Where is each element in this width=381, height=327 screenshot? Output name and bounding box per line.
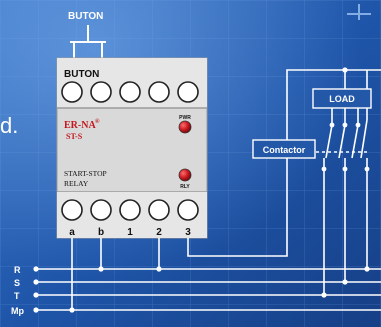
terminal-label-a: a [69,227,75,238]
bottom-terminals [61,199,199,221]
rly-led [178,168,192,182]
line-label-mp: Mp [11,306,24,316]
terminal-label-1: 1 [127,227,133,238]
line-label-s: S [14,278,20,288]
relay-desc-line1: START-STOP [64,169,107,178]
terminal-label-2: 2 [156,227,162,238]
brand-name: ER-NA [64,120,96,131]
line-label-r: R [14,265,21,275]
button-label: BUTON [68,11,103,22]
rly-label: RLY [180,184,190,190]
contactor-label: Contactor [263,145,306,155]
pwr-led [178,120,192,134]
terminal-label-b: b [98,227,104,238]
relay-header: BUTON [64,69,99,80]
contactor-box [252,139,316,159]
brand-registered-mark: ® [95,118,100,125]
load-label: LOAD [329,94,355,104]
line-label-t: T [14,291,20,301]
relay-desc-line2: RELAY [64,179,89,188]
edge-text: d. [0,113,18,138]
pwr-label: PWR [179,115,191,121]
wire-junctions [33,67,370,313]
push-button-symbol [70,25,106,60]
top-terminals [61,81,199,103]
crosshair-mark [347,4,371,20]
terminal-label-3: 3 [185,227,191,238]
relay-module: BUTON ER-NA ® ST-S PWR START-STOP RELAY … [56,57,208,239]
load-box [312,88,372,109]
model-name: ST-S [66,132,83,141]
